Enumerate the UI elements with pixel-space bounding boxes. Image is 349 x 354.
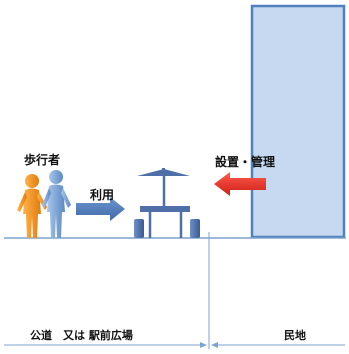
pedestrian-blue-icon — [42, 170, 71, 238]
install-manage-label: 設置・管理 — [215, 155, 276, 169]
stool-icon — [190, 219, 200, 238]
public-area-extent-arrow — [4, 342, 207, 348]
stool-icon — [134, 219, 144, 238]
use-arrow — [76, 197, 125, 221]
public-area-label: 公道 又は 駅前広場 — [30, 329, 133, 342]
use-label: 利用 — [90, 188, 115, 202]
pedestrian-orange-icon — [17, 174, 47, 238]
private-land-extent-arrow — [211, 342, 345, 348]
parasol-table-icon — [137, 168, 190, 238]
private-land-label: 民地 — [284, 329, 306, 342]
pedestrian-label: 歩行者 — [24, 153, 61, 167]
install-manage-arrow — [214, 172, 266, 196]
building — [250, 4, 346, 239]
